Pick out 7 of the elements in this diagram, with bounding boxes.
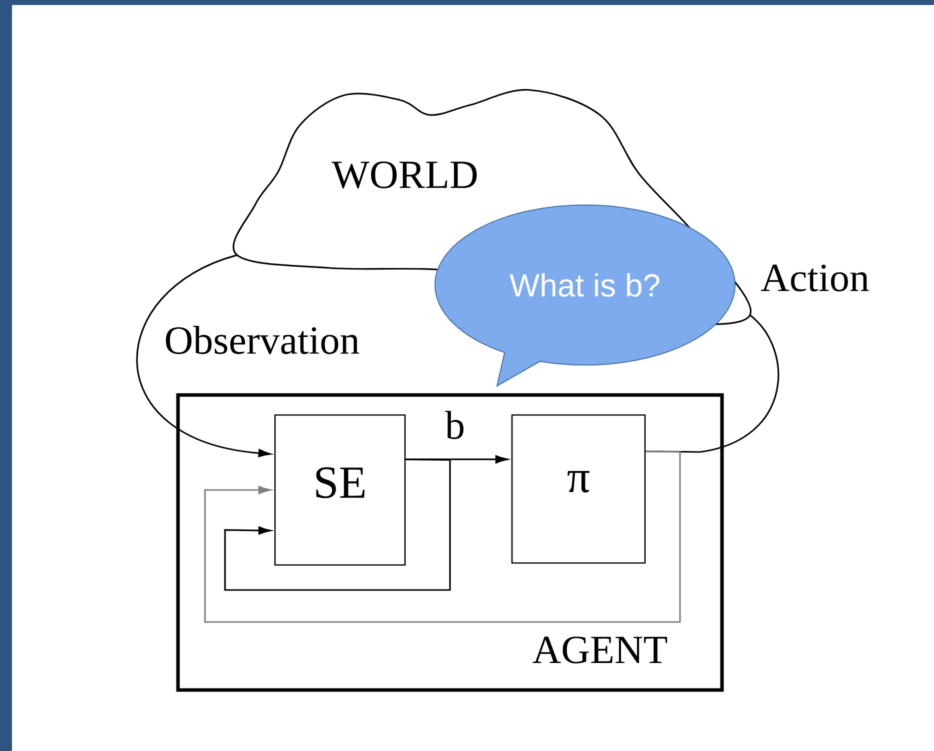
edge-label: b xyxy=(444,410,466,440)
process-box: π xyxy=(511,414,646,564)
speech-bubble: What is b? xyxy=(434,204,736,386)
process-box: SE xyxy=(274,414,406,566)
edge-label: Action xyxy=(760,264,870,292)
arrow xyxy=(204,450,681,623)
arrow xyxy=(224,458,451,591)
